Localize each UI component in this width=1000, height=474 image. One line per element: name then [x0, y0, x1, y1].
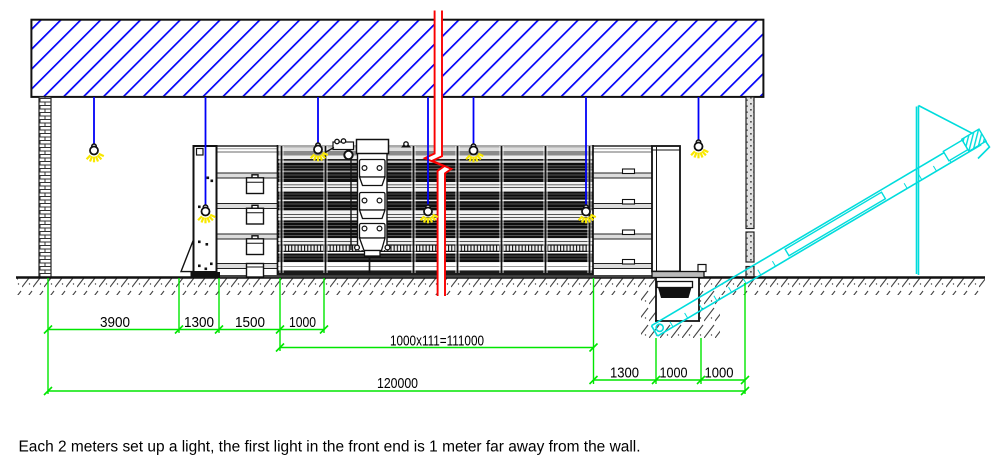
svg-text:1300: 1300	[184, 314, 214, 331]
svg-text:3900: 3900	[100, 314, 130, 331]
svg-text:1000: 1000	[705, 365, 734, 382]
svg-text:1300: 1300	[610, 365, 639, 382]
svg-text:1000: 1000	[289, 314, 316, 331]
svg-text:1000x111=111000: 1000x111=111000	[390, 333, 484, 350]
svg-text:1500: 1500	[235, 314, 265, 331]
svg-text:120000: 120000	[377, 375, 418, 392]
svg-text:Each 2 meters set up a light,: Each 2 meters set up a light, the first …	[19, 439, 641, 456]
svg-text:1000: 1000	[660, 365, 688, 382]
